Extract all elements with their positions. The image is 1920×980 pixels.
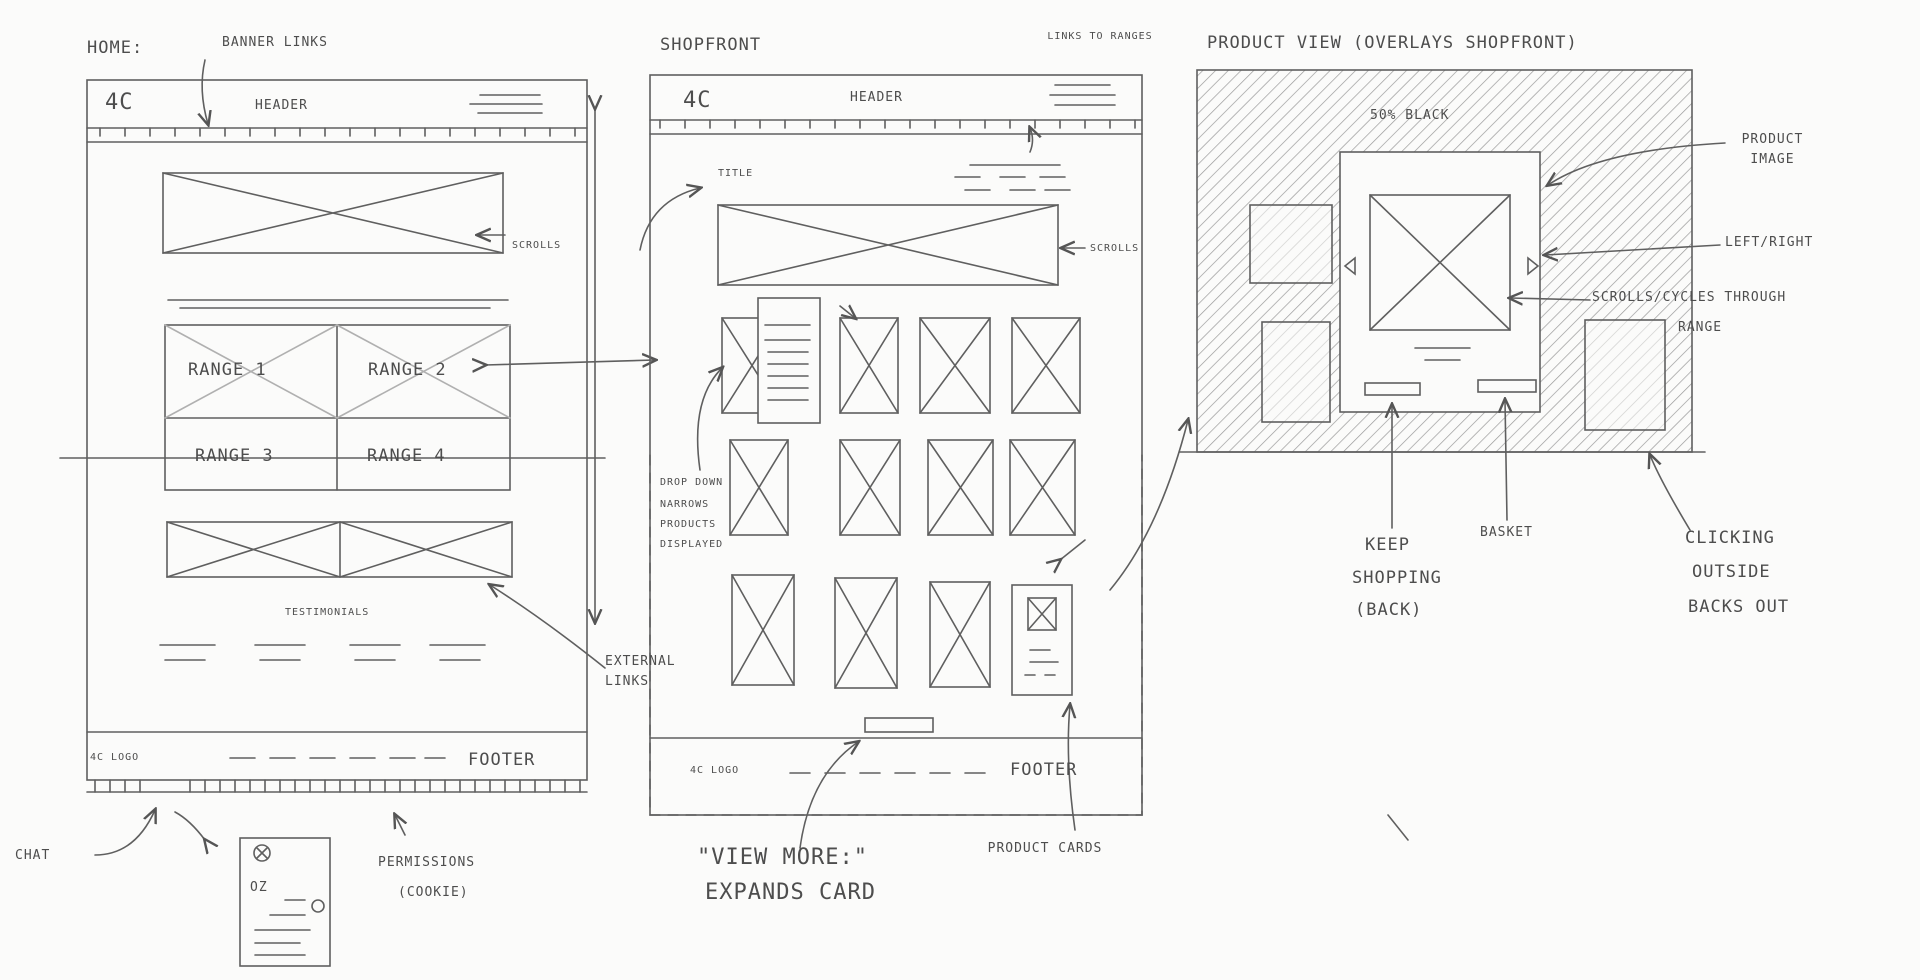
- product-image: [1369, 194, 1511, 331]
- basket-button: [1477, 379, 1537, 393]
- keep-label: KEEP: [1365, 535, 1410, 555]
- product-view-title: PRODUCT VIEW (OVERLAYS SHOPFRONT): [1207, 33, 1578, 53]
- drop-down-label: DROP DOWN: [660, 477, 724, 488]
- chat-popup-text: OZ: [250, 880, 268, 895]
- shopfront-title: SHOPFRONT: [660, 35, 762, 55]
- left-arrow-icon: [1343, 256, 1356, 276]
- back-label: (BACK): [1355, 600, 1423, 620]
- shopfront-scrolls-label: SCROLLS: [1090, 243, 1140, 254]
- banner-links-label: BANNER LINKS: [222, 35, 328, 50]
- chat-popup: [239, 837, 331, 967]
- left-right-label: LEFT/RIGHT: [1725, 235, 1814, 250]
- home-hero-image: [162, 172, 504, 254]
- right-arrow-icon: [1527, 256, 1540, 276]
- shopping-label: SHOPPING: [1352, 568, 1442, 588]
- range-2-label: RANGE 2: [368, 360, 447, 380]
- home-footer-logo: 4C LOGO: [90, 752, 140, 763]
- shopfront-frame: [649, 74, 1143, 816]
- external-links-label: EXTERNAL LINKS: [605, 654, 676, 689]
- home-logo: 4C: [105, 90, 134, 115]
- product-cards-label: PRODUCT CARDS: [987, 841, 1103, 856]
- backs-out-label: BACKS OUT: [1688, 597, 1790, 617]
- range-4-label: RANGE 4: [367, 446, 446, 466]
- home-menu-icon: [469, 94, 543, 114]
- testimonials-label: TESTIMONIALS: [285, 607, 370, 618]
- cookie-label: (COOKIE): [398, 885, 469, 900]
- view-more-label: "VIEW MORE:": [697, 845, 868, 870]
- clicking-label: CLICKING: [1685, 528, 1775, 548]
- shopfront-logo: 4C: [683, 88, 712, 113]
- outside-label: OUTSIDE: [1692, 562, 1771, 582]
- links-to-ranges-label: LINKS TO RANGES: [1047, 31, 1153, 42]
- product-view-wireframe: [1179, 69, 1726, 531]
- shopfront-page-title: TITLE: [718, 168, 754, 179]
- shopfront-footer-label: FOOTER: [1010, 760, 1078, 780]
- home-footer-label: FOOTER: [468, 750, 536, 770]
- home-header-label: HEADER: [255, 98, 308, 113]
- range-1-label: RANGE 1: [188, 360, 267, 380]
- permissions-label: PERMISSIONS: [378, 855, 476, 870]
- keep-shopping-button: [1364, 382, 1421, 396]
- overlay-label: 50% BLACK: [1370, 108, 1450, 123]
- shopfront-wireframe: [639, 74, 1188, 849]
- dropdown-card: [757, 297, 821, 424]
- shopfront-footer-logo: 4C LOGO: [690, 765, 740, 776]
- shopfront-header-label: HEADER: [850, 90, 903, 105]
- scrolls-cycles-label: SCROLLS/CYCLES THROUGH: [1592, 290, 1787, 305]
- chat-label: CHAT: [15, 848, 51, 863]
- view-more-button: [864, 717, 934, 733]
- shopfront-menu-icon: [1049, 84, 1116, 106]
- home-banner-links: [99, 127, 576, 137]
- expands-card-label: EXPANDS CARD: [705, 880, 876, 905]
- range-3-label: RANGE 3: [195, 446, 274, 466]
- narrows-label: NARROWS PRODUCTS DISPLAYED: [660, 499, 724, 550]
- home-frame: [86, 79, 588, 781]
- home-scrolls-label: SCROLLS: [512, 240, 562, 251]
- range-label: RANGE: [1678, 320, 1723, 335]
- expanded-product-card: [1011, 584, 1073, 696]
- basket-label: BASKET: [1480, 525, 1533, 540]
- product-image-label: PRODUCT IMAGE: [1741, 132, 1804, 167]
- home-wireframe: [59, 59, 655, 967]
- shopfront-hero-image: [717, 204, 1059, 286]
- home-title: HOME:: [87, 38, 144, 58]
